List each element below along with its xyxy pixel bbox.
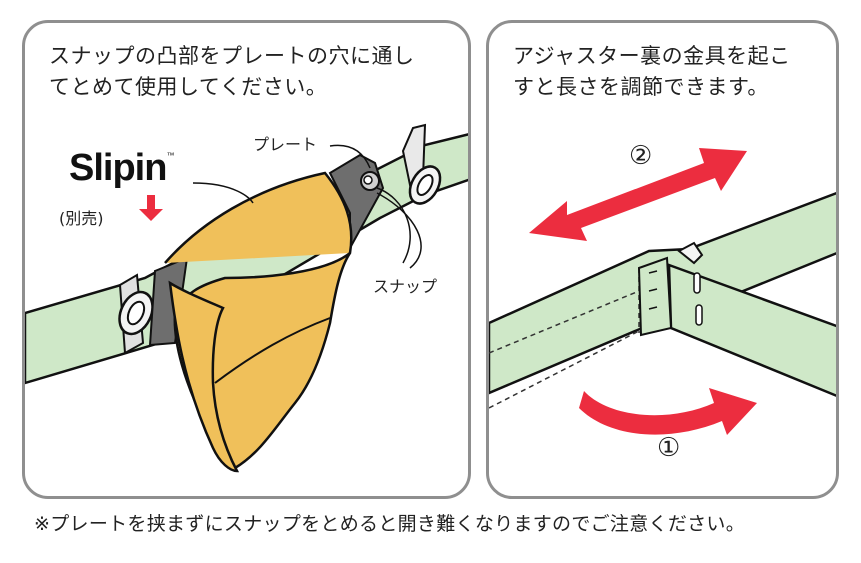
left-caption: スナップの凸部をプレートの穴に通し てとめて使用してください。 — [49, 41, 415, 103]
clip-slot-2 — [695, 304, 703, 326]
slipin-logo: Slipin™ — [69, 147, 174, 190]
left-caption-line-1: スナップの凸部をプレートの穴に通し — [49, 44, 415, 68]
adjuster-block — [637, 256, 673, 337]
step-2-marker: ② — [629, 141, 653, 171]
snap-stud-center — [363, 175, 373, 185]
right-caption-line-2: すと長さを調節できます。 — [513, 75, 769, 99]
clip-slot-1 — [693, 272, 701, 294]
right-caption-line-1: アジャスター裏の金具を起こ — [513, 44, 791, 68]
left-caption-line-2: てとめて使用してください。 — [49, 75, 328, 99]
logo-leader-line — [192, 182, 254, 204]
slipin-logo-text: Slipin — [69, 147, 167, 189]
sold-separately-label: (別売) — [59, 209, 104, 228]
double-arrow-step-2 — [529, 148, 747, 241]
curved-arrow-step-1 — [579, 388, 757, 435]
snap-leader-line-2 — [376, 192, 422, 269]
right-caption: アジャスター裏の金具を起こ すと長さを調節できます。 — [513, 41, 791, 103]
slipin-cover-fold — [168, 280, 240, 473]
right-illustration — [489, 148, 836, 435]
footnote: ※プレートを挟まずにスナップをとめると開き難くなりますのでご注意ください。 — [34, 513, 746, 535]
snap-label: スナップ — [373, 277, 438, 296]
step-1-marker: ① — [657, 433, 681, 463]
cover-crease — [214, 317, 331, 384]
snap-eyelet-right-hole — [416, 174, 434, 196]
right-panel: アジャスター裏の金具を起こ すと長さを調節できます。 ② ① — [486, 20, 839, 499]
left-illustration — [25, 123, 468, 473]
plate-leader-line — [329, 144, 371, 169]
logo-down-arrow — [139, 195, 163, 221]
adjuster-ticks — [648, 270, 658, 310]
left-panel: スナップの凸部をプレートの穴に通し てとめて使用してください。 プレート スナッ… — [22, 20, 471, 499]
snap-leader-line-1 — [376, 187, 411, 264]
metal-clip — [677, 241, 704, 265]
snap-eyelet-left-hole — [126, 300, 146, 326]
trademark-mark: ™ — [166, 151, 174, 160]
plate-label: プレート — [253, 135, 318, 154]
